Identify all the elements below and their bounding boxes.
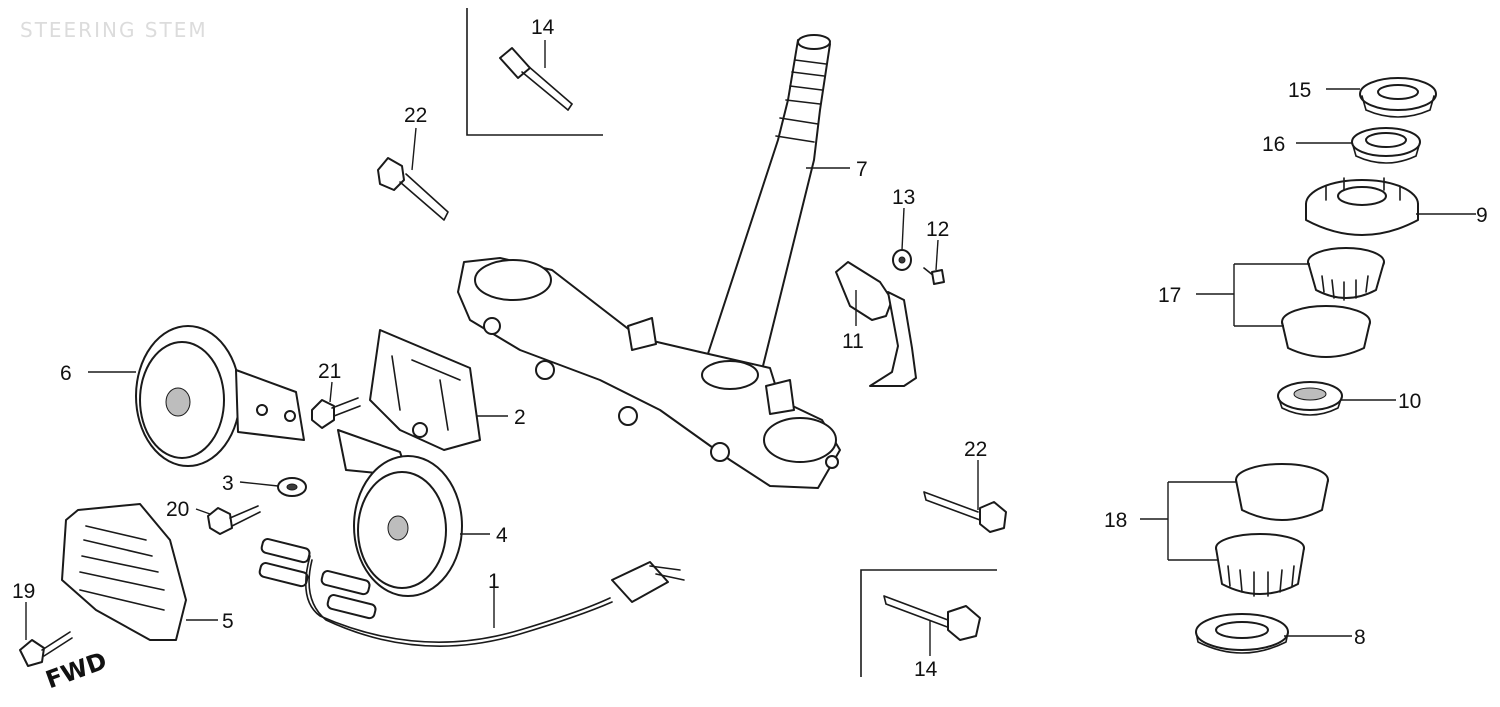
- inset-frame-top: [466, 8, 603, 136]
- callout-14-top: 14: [531, 16, 555, 39]
- callout-4: 4: [496, 524, 508, 547]
- callout-22-top: 22: [404, 104, 427, 127]
- diagram-title: STEERING STEM: [20, 18, 208, 42]
- callout-20: 20: [166, 498, 189, 521]
- callout-22-right: 22: [964, 438, 987, 461]
- part-8-seal: [1195, 613, 1289, 654]
- part-7-steering-stem: [457, 34, 841, 489]
- part-2-horn-bracket: [369, 329, 481, 451]
- callout-13: 13: [892, 186, 915, 209]
- inset-frame-bottom: [860, 569, 997, 677]
- part-14-pin-bottom: [883, 595, 981, 641]
- part-6-horn-upper: [135, 325, 305, 467]
- part-3-washer: [277, 477, 307, 497]
- callout-14-bottom: 14: [914, 658, 938, 681]
- part-18-lower-bearing: [1215, 463, 1329, 597]
- callout-2: 2: [514, 406, 526, 429]
- part-19-screw: [19, 631, 73, 667]
- part-10-dust-seal: [1277, 381, 1343, 416]
- leader-lines: [25, 40, 1476, 656]
- callout-9: 9: [1476, 204, 1488, 227]
- callout-16: 16: [1262, 133, 1285, 156]
- part-20-bolt: [207, 505, 261, 535]
- part-11-switch: [835, 261, 917, 387]
- callout-17: 17: [1158, 284, 1181, 307]
- part-22-bolt-right: [923, 491, 1007, 533]
- callout-19: 19: [12, 580, 35, 603]
- part-5-horn-cover: [61, 503, 187, 641]
- callout-labels: 14 22 7 13 12 11 6 21 2 3 20 4 5 19 1 22…: [12, 16, 1488, 681]
- part-16-adjusting-nut: [1351, 127, 1421, 164]
- part-13-washer: [892, 249, 912, 271]
- callout-18: 18: [1104, 509, 1127, 532]
- callout-3: 3: [222, 472, 234, 495]
- callout-12: 12: [926, 218, 949, 241]
- callout-6: 6: [60, 362, 72, 385]
- callout-21: 21: [318, 360, 341, 383]
- part-9-top-nut: [1305, 177, 1419, 236]
- part-14-pin-top: [499, 47, 573, 111]
- part-12-screw: [923, 267, 945, 285]
- callout-8: 8: [1354, 626, 1366, 649]
- part-17-upper-bearing: [1281, 247, 1385, 358]
- part-21-bolt: [311, 397, 361, 429]
- part-15-lock-washer: [1359, 77, 1437, 118]
- callout-10: 10: [1398, 390, 1421, 413]
- callout-1: 1: [488, 570, 500, 593]
- part-1-wire-harness: [258, 538, 685, 647]
- callout-11: 11: [842, 330, 864, 353]
- part-22-bolt-top: [377, 157, 449, 221]
- callout-15: 15: [1288, 79, 1311, 102]
- callout-7: 7: [856, 158, 868, 181]
- callout-5: 5: [222, 610, 234, 633]
- part-4-horn-lower: [337, 429, 463, 597]
